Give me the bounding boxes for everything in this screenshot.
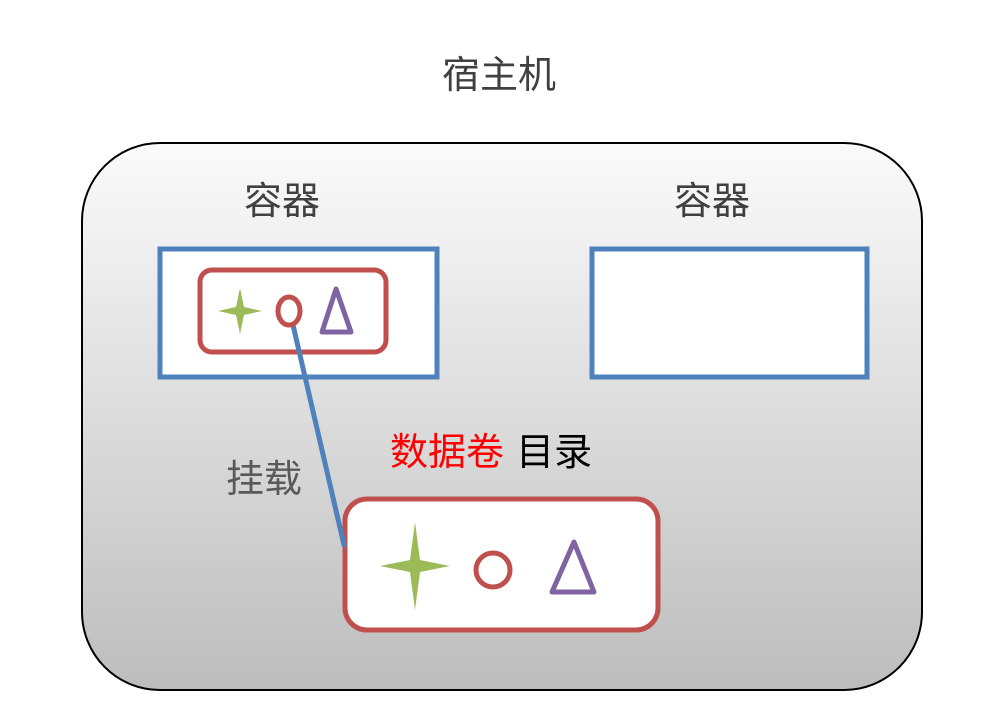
circle-icon	[275, 294, 303, 328]
triangle-icon	[319, 286, 354, 335]
volume-label-directory: 目录	[516, 430, 593, 474]
triangle-icon	[549, 539, 597, 595]
mount-label: 挂载	[226, 457, 303, 501]
host-title: 宿主机	[441, 53, 556, 97]
volume-label: 数据卷 目录	[390, 433, 592, 471]
container-label-right: 容器	[674, 179, 751, 223]
mount-line	[290, 322, 347, 548]
circle-icon	[473, 550, 513, 590]
volume-label-red: 数据卷	[390, 430, 505, 474]
volume-directory-box	[342, 496, 661, 633]
four-point-star-icon	[380, 522, 450, 610]
container-label-left: 容器	[244, 179, 321, 223]
container-box-right	[589, 246, 870, 380]
four-point-star-icon	[218, 288, 262, 334]
